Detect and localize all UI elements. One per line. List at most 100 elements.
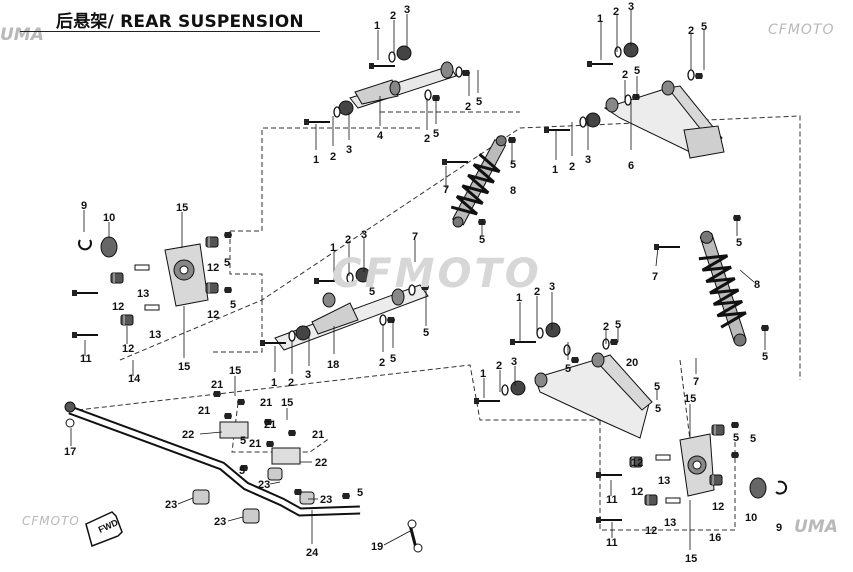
callout: 1 <box>516 292 522 304</box>
callout: 13 <box>664 517 676 529</box>
callout: 4 <box>377 130 384 142</box>
callout: 9 <box>81 200 87 212</box>
callout: 3 <box>628 1 634 13</box>
callout: 23 <box>258 479 270 491</box>
callout: 12 <box>207 309 219 321</box>
callout: 2 <box>424 133 430 145</box>
callout: 11 <box>606 537 618 549</box>
part-callouts: 1 2 3 4 2 5 2 5 1 2 3 5 7 8 5 1 2 3 2 5 … <box>64 1 782 565</box>
callout: 15 <box>281 397 293 409</box>
callout: 2 <box>534 286 540 298</box>
callout: 5 <box>369 286 375 298</box>
callout: 12 <box>122 343 134 355</box>
callout: 5 <box>390 353 396 365</box>
callout: 5 <box>479 234 485 246</box>
callout: 5 <box>240 435 246 447</box>
callout: 5 <box>423 327 429 339</box>
cfmoto-logo-watermark: CFMOTO <box>768 22 835 38</box>
callout: 12 <box>645 525 657 537</box>
callout: 9 <box>776 522 782 534</box>
callout: 5 <box>476 96 482 108</box>
callout: 13 <box>149 329 161 341</box>
callout: 3 <box>511 356 517 368</box>
stabilizer-bar <box>64 391 423 553</box>
callout: 21 <box>312 429 324 441</box>
callout: 2 <box>345 234 351 246</box>
callout: 2 <box>569 161 575 173</box>
callout: 13 <box>137 288 149 300</box>
callout: 15 <box>229 365 241 377</box>
callout: 11 <box>606 494 618 506</box>
callout: 24 <box>306 547 319 559</box>
callout: 1 <box>330 242 336 254</box>
lower-arm-left <box>259 267 429 351</box>
callout: 1 <box>480 368 486 380</box>
callout: 13 <box>658 475 670 487</box>
callout: 5 <box>733 432 739 444</box>
callout: 5 <box>433 128 439 140</box>
callout: 2 <box>603 321 609 333</box>
callout: 23 <box>214 516 226 528</box>
callout: 15 <box>178 361 190 373</box>
callout: 3 <box>404 4 410 16</box>
callout: 17 <box>64 446 76 458</box>
callout: 23 <box>165 499 177 511</box>
callout: 1 <box>552 164 558 176</box>
callout: 5 <box>750 433 756 445</box>
callout: 3 <box>346 144 352 156</box>
leader-lines <box>70 10 766 550</box>
knuckle-left <box>71 232 232 339</box>
callout: 1 <box>271 377 277 389</box>
callout: 22 <box>315 457 327 469</box>
callout: 10 <box>745 512 757 524</box>
callout: 15 <box>685 553 697 565</box>
callout: 3 <box>585 154 591 166</box>
callout: 21 <box>198 405 210 417</box>
callout: 20 <box>626 357 638 369</box>
callout: 16 <box>709 532 721 544</box>
callout: 12 <box>112 301 124 313</box>
callout: 2 <box>288 377 294 389</box>
callout: 3 <box>549 281 555 293</box>
callout: 10 <box>103 212 115 224</box>
shock-absorber-left <box>441 135 516 228</box>
callout: 18 <box>327 359 339 371</box>
callout: 15 <box>684 393 696 405</box>
callout: 1 <box>313 154 319 166</box>
callout: 12 <box>631 457 643 469</box>
callout: 5 <box>357 487 363 499</box>
fwd-arrow-icon: FWD <box>85 511 123 547</box>
upper-arm-left <box>303 45 470 126</box>
callout: 3 <box>361 229 367 241</box>
uma-logo-watermark-bottom: UMA <box>794 517 838 537</box>
callout: 21 <box>211 379 223 391</box>
callout: 21 <box>260 397 272 409</box>
callout: 12 <box>712 501 724 513</box>
page-title: 后悬架/ REAR SUSPENSION <box>56 12 304 32</box>
uma-logo-watermark: UMA <box>0 25 44 45</box>
callout: 1 <box>597 13 603 25</box>
callout: 5 <box>565 363 571 375</box>
cfmoto-logo-watermark-bottom: CFMOTO <box>22 514 80 528</box>
callout: 7 <box>412 231 418 243</box>
callout: 22 <box>182 429 194 441</box>
callout: 23 <box>320 494 332 506</box>
callout: 21 <box>264 419 276 431</box>
callout: 5 <box>615 319 621 331</box>
callout: 2 <box>330 151 336 163</box>
lower-arm-right <box>473 322 653 439</box>
callout: 11 <box>80 353 92 365</box>
shock-absorber-right <box>653 215 769 347</box>
callout: 21 <box>249 438 261 450</box>
callout: 7 <box>693 376 699 388</box>
callout: 7 <box>443 184 449 196</box>
callout: 1 <box>374 20 380 32</box>
callout: 19 <box>371 541 383 553</box>
upper-arm-right <box>543 42 725 159</box>
callout: 5 <box>224 257 230 269</box>
callout: 2 <box>622 69 628 81</box>
callout: 2 <box>390 10 396 22</box>
callout: 5 <box>655 403 661 415</box>
callout: 2 <box>688 25 694 37</box>
